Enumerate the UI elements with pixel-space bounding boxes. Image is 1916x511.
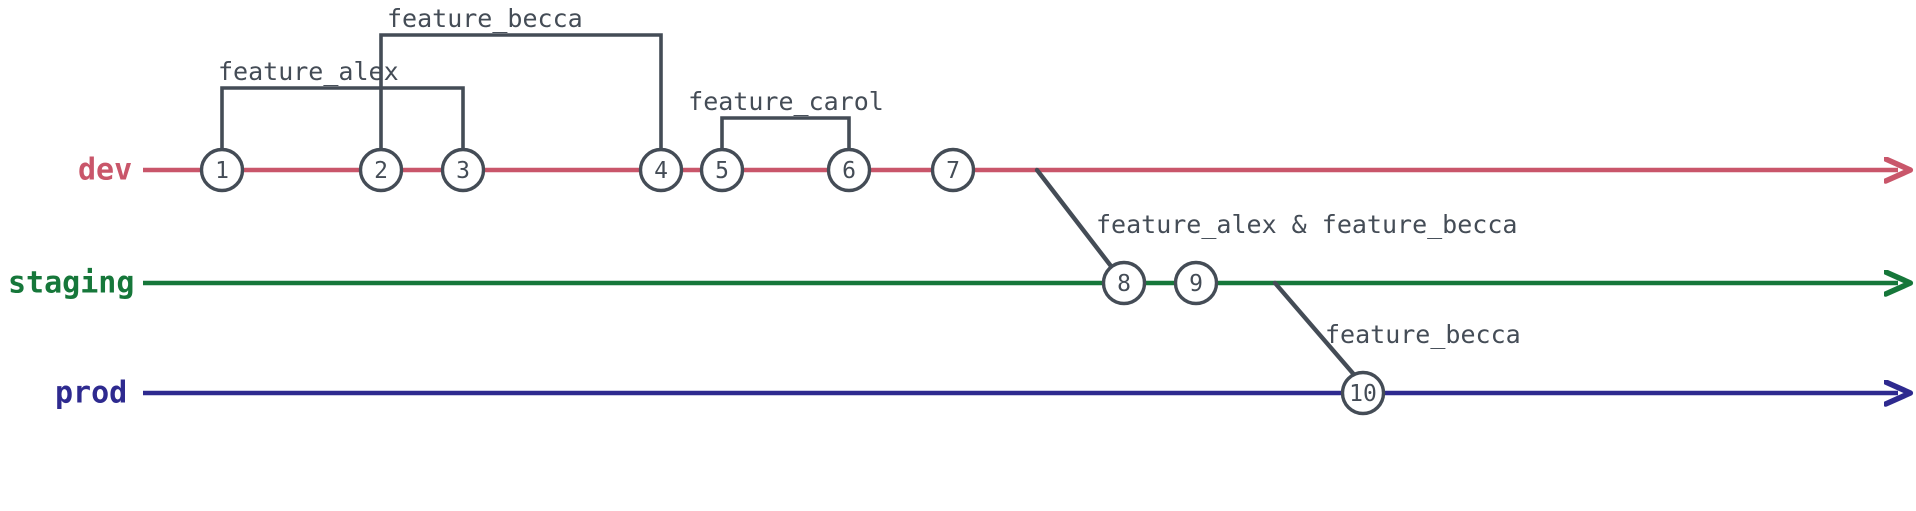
feature-bracket-feature_becca	[379, 33, 663, 170]
commit-number-2: 2	[374, 158, 388, 184]
merge-staging-to-prod	[1272, 280, 1366, 388]
commit-node-3[interactable]: 3	[440, 147, 486, 193]
commit-circle-4[interactable]	[638, 147, 684, 193]
feature-brackets-group	[220, 33, 851, 170]
commit-node-5[interactable]: 5	[699, 147, 745, 193]
commit-node-4[interactable]: 4	[638, 147, 684, 193]
commit-node-9[interactable]: 9	[1173, 260, 1219, 306]
feature-label-feature_alex: feature_alex	[218, 57, 399, 86]
branch-lines-group	[143, 170, 1898, 393]
commit-number-9: 9	[1189, 271, 1203, 297]
feature-label-feature_becca: feature_becca	[387, 4, 583, 33]
branch-label-staging: staging	[8, 266, 134, 301]
merge-text-labels-group: feature_alex & feature_becca feature_becc…	[1096, 210, 1521, 349]
commit-node-1[interactable]: 1	[199, 147, 245, 193]
commit-node-7[interactable]: 7	[930, 147, 976, 193]
commit-node-6[interactable]: 6	[826, 147, 872, 193]
commit-node-8[interactable]: 8	[1101, 260, 1147, 306]
commit-circle-7[interactable]	[930, 147, 976, 193]
commit-number-10: 10	[1349, 381, 1377, 407]
commit-node-10[interactable]: 10	[1340, 370, 1386, 416]
commit-number-7: 7	[946, 158, 960, 184]
commit-number-3: 3	[456, 158, 470, 184]
commit-circle-2[interactable]	[358, 147, 404, 193]
commit-number-8: 8	[1117, 271, 1131, 297]
commit-circle-5[interactable]	[699, 147, 745, 193]
branch-name-labels-group: dev staging prod	[8, 153, 134, 411]
commit-circle-8[interactable]	[1101, 260, 1147, 306]
commit-node-2[interactable]: 2	[358, 147, 404, 193]
commit-circle-6[interactable]	[826, 147, 872, 193]
merge-label-merge-dev-to-staging: feature_alex & feature_becca	[1096, 210, 1517, 239]
branch-label-prod: prod	[55, 376, 127, 411]
commit-number-4: 4	[654, 158, 668, 184]
commit-number-5: 5	[715, 158, 729, 184]
feature-text-labels-group: feature_alex feature_becca feature_carol	[218, 4, 884, 116]
feature-bracket-feature_alex	[220, 86, 465, 170]
commit-circle-10[interactable]	[1340, 370, 1386, 416]
commit-number-1: 1	[215, 158, 229, 184]
commit-circle-3[interactable]	[440, 147, 486, 193]
commit-number-6: 6	[842, 158, 856, 184]
branch-label-dev: dev	[78, 153, 132, 188]
feature-label-feature_carol: feature_carol	[688, 87, 884, 116]
merge-dev-to-staging	[1034, 167, 1127, 286]
merge-lines-group	[1034, 167, 1366, 388]
commit-nodes-group: 1 2 3 4 5 6 7 8 9 10	[199, 147, 1386, 416]
feature-bracket-feature_carol	[720, 116, 851, 170]
commit-circle-9[interactable]	[1173, 260, 1219, 306]
merge-label-merge-staging-to-prod: feature_becca	[1325, 320, 1521, 349]
commit-circle-1[interactable]	[199, 147, 245, 193]
